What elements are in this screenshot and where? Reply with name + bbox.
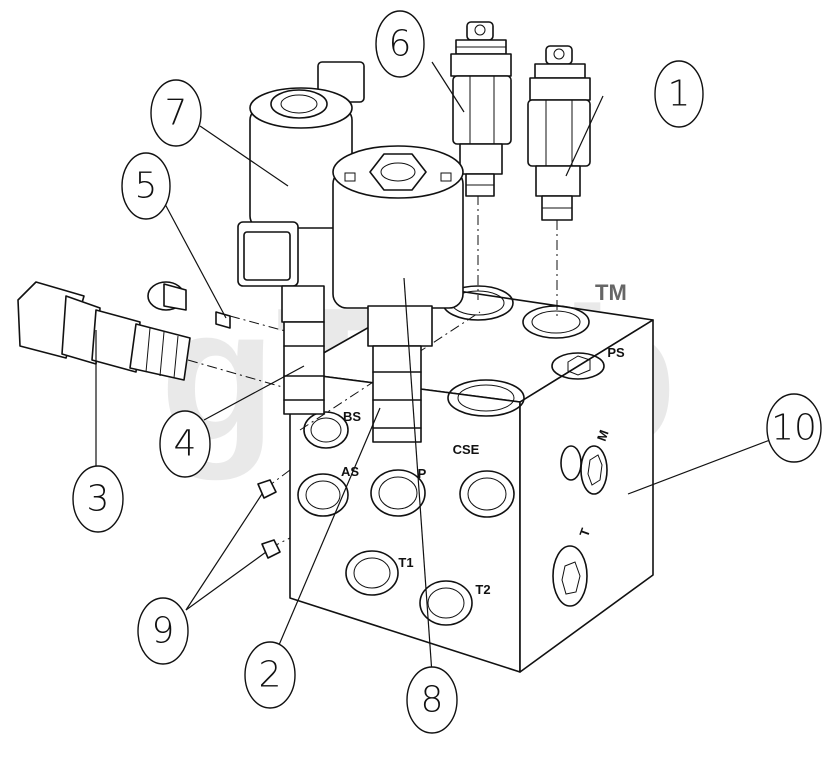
leader-lines xyxy=(95,61,771,675)
top-port-rear xyxy=(447,379,525,417)
svg-text:7: 7 xyxy=(165,93,188,134)
relief-cartridge-1 xyxy=(527,45,591,221)
port-label-m: M xyxy=(594,428,612,443)
svg-text:8: 8 xyxy=(421,680,444,721)
svg-text:3: 3 xyxy=(87,479,110,520)
port-label-t1: T1 xyxy=(398,555,413,570)
callout-3[interactable]: 3 xyxy=(72,465,124,533)
svg-text:9: 9 xyxy=(152,611,175,652)
front-ports xyxy=(297,411,515,626)
port-label-t2: T2 xyxy=(475,582,490,597)
svg-text:1: 1 xyxy=(668,74,691,115)
solenoid-valve-7 xyxy=(237,61,365,415)
right-ports xyxy=(552,445,608,607)
callout-10[interactable]: 10 xyxy=(766,393,822,463)
callout-8[interactable]: 8 xyxy=(406,666,458,734)
callout-4[interactable]: 4 xyxy=(159,410,211,478)
svg-text:5: 5 xyxy=(135,166,158,207)
svg-text:4: 4 xyxy=(174,424,197,465)
callout-7[interactable]: 7 xyxy=(150,79,202,147)
ps-plug xyxy=(551,352,605,380)
relief-cartridge-6 xyxy=(450,21,512,197)
callout-5[interactable]: 5 xyxy=(121,152,171,220)
orifice-5 xyxy=(215,311,231,329)
svg-text:6: 6 xyxy=(389,24,412,65)
port-label-p: P xyxy=(418,466,427,481)
svg-text:10: 10 xyxy=(771,408,817,449)
callout-6[interactable]: 6 xyxy=(375,10,425,78)
callout-9[interactable]: 9 xyxy=(137,597,189,665)
check-cartridge-3 xyxy=(17,281,191,381)
callout-2[interactable]: 2 xyxy=(244,641,296,709)
port-label-bs: BS xyxy=(343,409,361,424)
svg-text:2: 2 xyxy=(259,655,282,696)
top-port-1 xyxy=(522,305,590,339)
callout-1[interactable]: 1 xyxy=(654,60,704,128)
manifold-block: BS AS P CSE T1 T2 PS M T xyxy=(289,285,654,673)
solenoid-valve-8 xyxy=(332,145,464,443)
watermark-trademark: TM xyxy=(595,280,627,305)
callouts: 1 2 3 4 5 6 7 8 xyxy=(72,10,822,734)
port-label-cse: CSE xyxy=(453,442,480,457)
port-label-ps: PS xyxy=(607,345,625,360)
plugs-9 xyxy=(257,479,281,559)
plug-5 xyxy=(147,281,231,329)
